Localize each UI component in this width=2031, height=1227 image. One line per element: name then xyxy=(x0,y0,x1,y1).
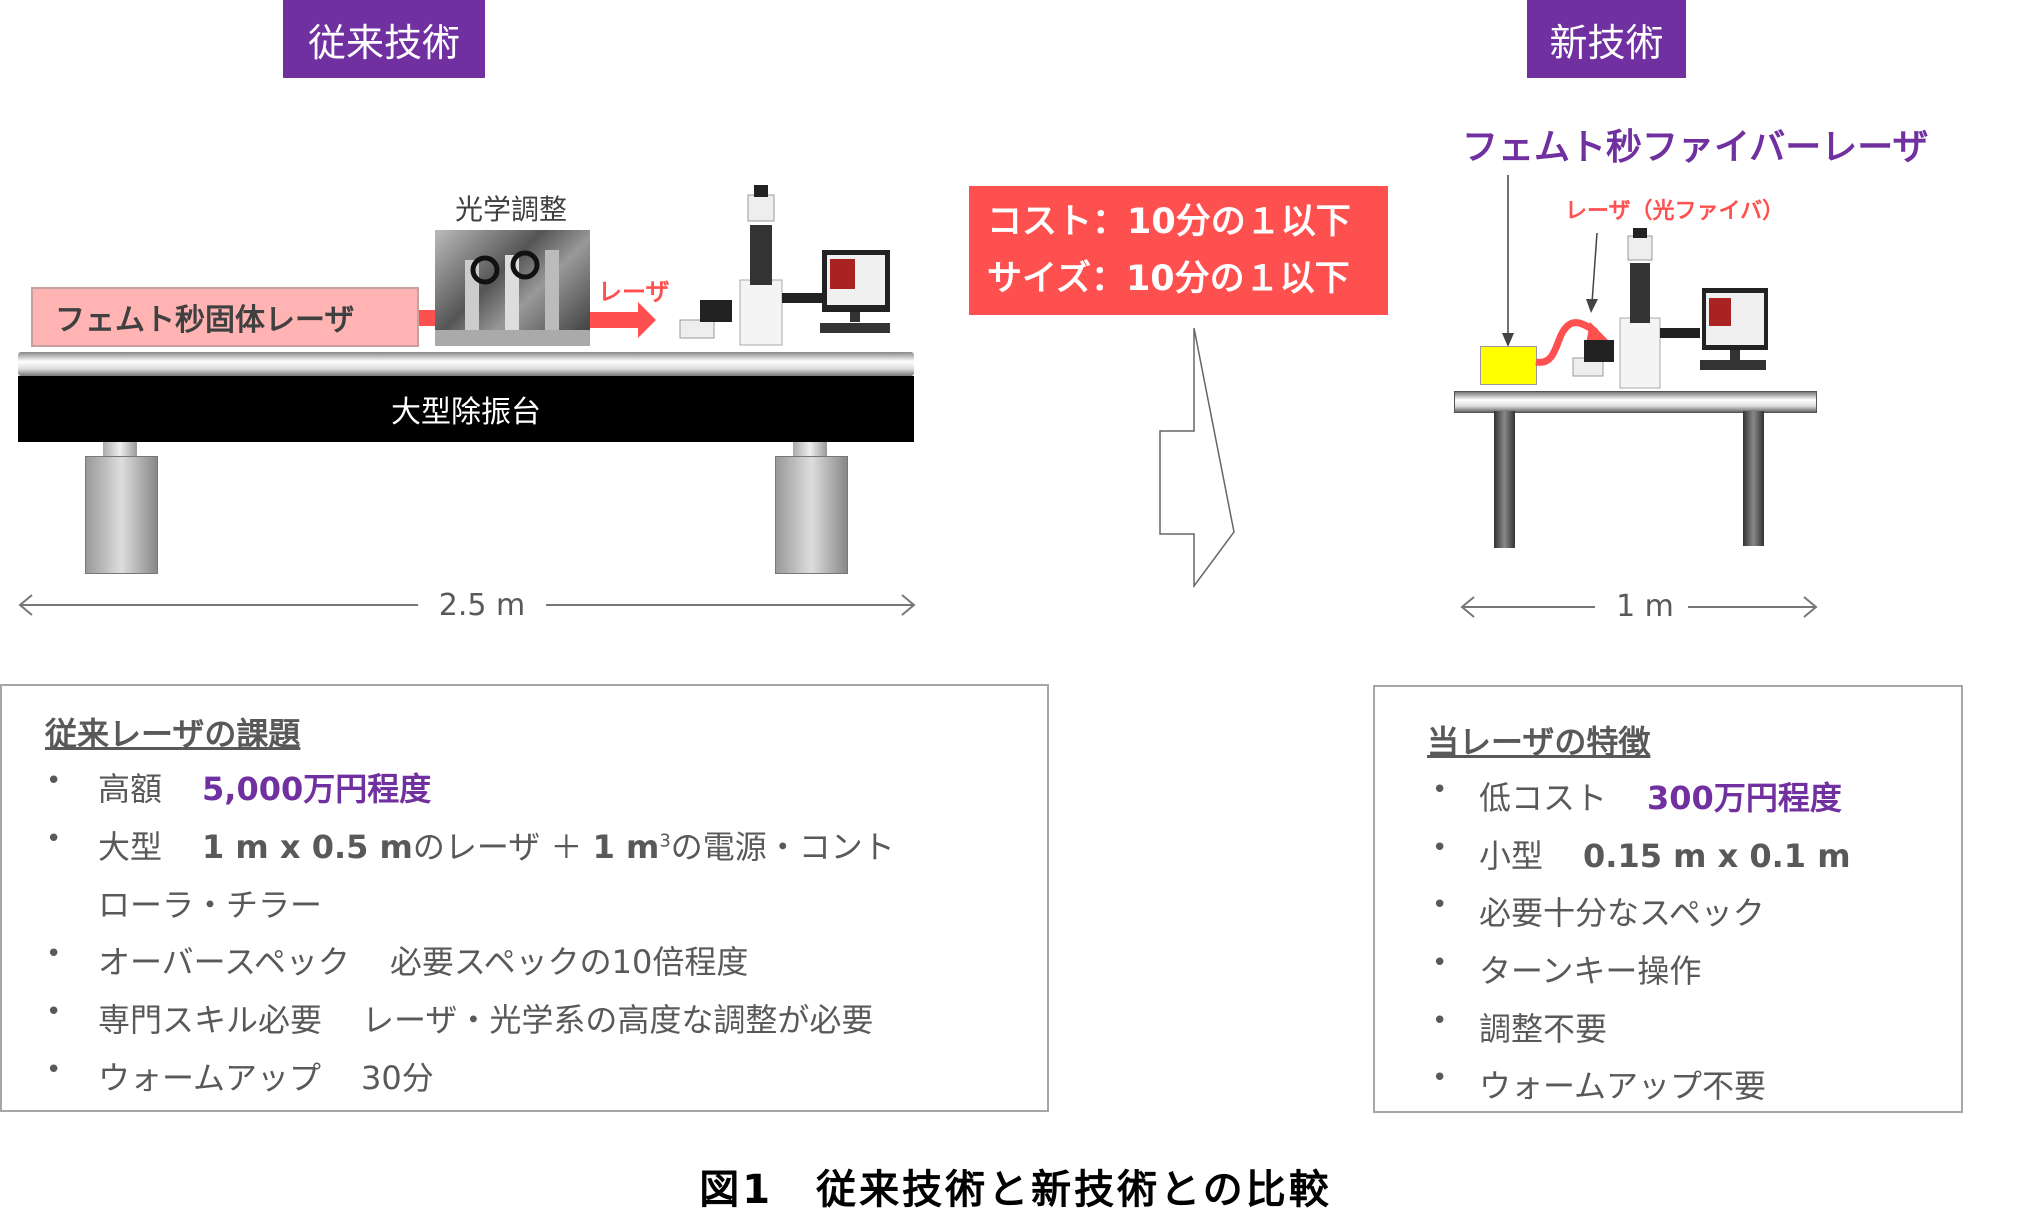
beam-segment xyxy=(419,310,435,326)
vibration-table-label: 大型除振台 xyxy=(18,376,914,442)
item-label: 高額 xyxy=(98,770,163,808)
size-reduction: サイズ：10分の１以下 xyxy=(987,259,1350,299)
beam-arrow-icon xyxy=(590,302,656,338)
item-label: ウォームアップ xyxy=(98,1059,322,1097)
dimension-arrow-old xyxy=(18,594,916,616)
bullet: • xyxy=(1432,1006,1448,1036)
small-table-leg xyxy=(1743,411,1764,546)
item-label: 小型 xyxy=(1479,837,1544,875)
list-item: 専門スキル必要 レーザ・光学系の高度な調整が必要 xyxy=(98,995,873,1041)
item-value: 0.15 m x 0.1 m xyxy=(1583,837,1851,875)
bullet: • xyxy=(1432,948,1448,978)
optics-photo xyxy=(435,230,590,346)
bullet: • xyxy=(46,997,62,1027)
bullet: • xyxy=(46,939,62,969)
bullet: • xyxy=(1432,890,1448,920)
fiber-laser-title: フェムト秒ファイバーレーザ xyxy=(1462,127,1929,168)
optics-mount-icon xyxy=(435,250,590,346)
pointer-lines xyxy=(1502,175,1598,347)
fiber-arrow-icon xyxy=(1535,319,1608,366)
list-item: オーバースペック 必要スペックの10倍程度 xyxy=(98,937,748,983)
item-value: 30分 xyxy=(361,1059,434,1097)
list-item: ウォームアップ 30分 xyxy=(98,1053,434,1099)
bullet: • xyxy=(1432,833,1448,863)
item-value: 1 m xyxy=(592,828,660,866)
item-text: のレーザ ＋ xyxy=(412,828,593,866)
dimension-label-old: 2.5 m xyxy=(438,588,526,623)
small-table-top xyxy=(1454,391,1817,413)
cost-reduction: コスト：10分の１以下 xyxy=(987,202,1351,242)
dimension-label-new: 1 m xyxy=(1616,589,1674,624)
item-label: 大型 xyxy=(98,828,163,866)
table-leg xyxy=(85,456,158,574)
beam-label: レーザ xyxy=(598,278,670,306)
old-tech-tag: 従来技術 xyxy=(283,0,485,78)
old-laser-issues-panel: 従来レーザの課題 • 高額 5,000万円程度 • 大型 1 m x 0.5 mのレ… xyxy=(0,684,1049,1112)
solid-laser-box: フェムト秒固体レーザ xyxy=(31,287,419,347)
item-text: の電源・コント xyxy=(670,828,895,866)
fiber-label: レーザ（光ファイバ） xyxy=(1565,199,1785,224)
microscope-system-icon xyxy=(679,185,890,346)
vibration-table-top xyxy=(18,352,914,376)
panel-heading: 当レーザの特徴 xyxy=(1427,723,1651,761)
item-label: 専門スキル必要 xyxy=(98,1001,323,1039)
item-label: 低コスト xyxy=(1479,779,1608,817)
bullet: • xyxy=(1432,1063,1448,1093)
item-value: 1 m x 0.5 m xyxy=(202,828,413,866)
list-item: 調整不要 xyxy=(1479,1010,1608,1048)
bullet: • xyxy=(46,824,62,854)
list-item-continuation: ローラ・チラー xyxy=(98,886,323,924)
item-value: レーザ・光学系の高度な調整が必要 xyxy=(362,1001,874,1039)
panel-heading: 従来レーザの課題 xyxy=(45,715,301,753)
list-item: ターンキー操作 xyxy=(1479,952,1702,990)
comparison-box: コスト：10分の１以下 サイズ：10分の１以下 xyxy=(969,186,1388,315)
bullet: • xyxy=(46,766,62,796)
optics-label: 光学調整 xyxy=(455,193,568,226)
item-label: オーバースペック xyxy=(98,943,350,981)
small-table-leg xyxy=(1494,411,1515,548)
list-item: 高額 5,000万円程度 xyxy=(98,764,431,810)
list-item: 必要十分なスペック xyxy=(1479,894,1765,932)
list-item: ウォームアップ不要 xyxy=(1479,1067,1767,1105)
table-leg-neck xyxy=(793,442,827,456)
microscope-system-icon xyxy=(1572,228,1768,389)
new-tech-tag: 新技術 xyxy=(1527,0,1686,78)
table-leg xyxy=(775,456,848,574)
item-value: 300万円程度 xyxy=(1647,779,1842,817)
figure-caption: 図1 従来技術と新技術との比較 xyxy=(699,1167,1332,1213)
transition-arrow-icon xyxy=(1159,327,1235,588)
table-leg-neck xyxy=(103,442,137,456)
list-item: 低コスト 300万円程度 xyxy=(1479,773,1842,819)
superscript: 3 xyxy=(659,830,671,852)
fiber-laser-box xyxy=(1480,346,1537,385)
item-value: 5,000万円程度 xyxy=(202,770,432,808)
bullet: • xyxy=(1432,775,1448,805)
list-item: 小型 0.15 m x 0.1 m xyxy=(1479,831,1851,877)
bullet: • xyxy=(46,1055,62,1085)
new-laser-features-panel: 当レーザの特徴 • 低コスト 300万円程度 • 小型 0.15 m x 0.1 m… xyxy=(1373,685,1963,1113)
list-item: 大型 1 m x 0.5 mのレーザ ＋ 1 m3の電源・コント xyxy=(98,822,895,868)
dimension-arrow-new xyxy=(1460,596,1818,618)
item-value: 必要スペックの10倍程度 xyxy=(389,943,749,981)
